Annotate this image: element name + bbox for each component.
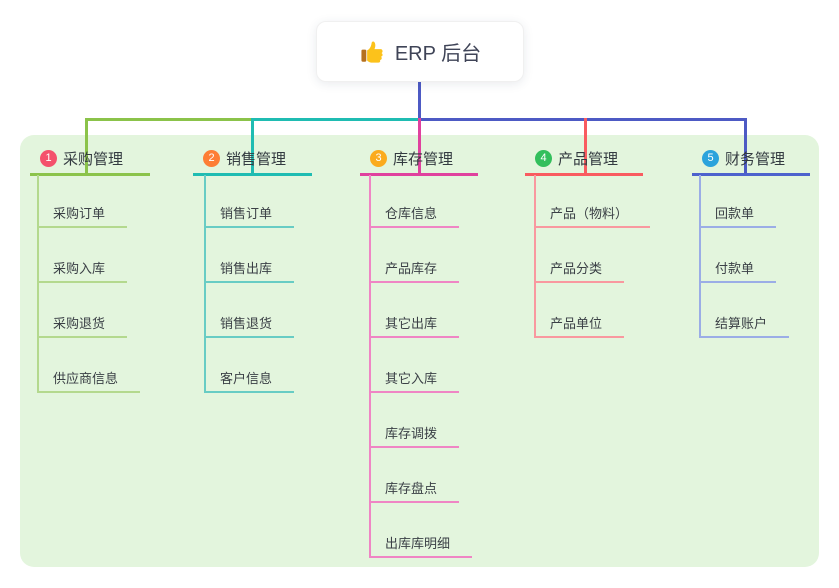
child-node[interactable]: 仓库信息 bbox=[369, 203, 460, 228]
branch-label: 库存管理 bbox=[393, 150, 454, 168]
child-node[interactable]: 其它出库 bbox=[369, 313, 460, 338]
child-node[interactable]: 销售订单 bbox=[204, 203, 295, 228]
connector-root bbox=[418, 81, 421, 119]
connector-children-sales bbox=[204, 175, 206, 393]
child-node[interactable]: 客户信息 bbox=[204, 368, 295, 393]
connector-stub-purchase bbox=[85, 118, 88, 176]
child-node[interactable]: 销售退货 bbox=[204, 313, 295, 338]
child-node[interactable]: 产品分类 bbox=[534, 258, 625, 283]
connector-horizontal-green bbox=[85, 118, 251, 121]
child-node[interactable]: 出库库明细 bbox=[369, 533, 473, 558]
branch-node-sales[interactable]: 2 销售管理 bbox=[193, 149, 312, 176]
child-node[interactable]: 其它入库 bbox=[369, 368, 460, 393]
child-node[interactable]: 采购入库 bbox=[37, 258, 128, 283]
connector-stub-product bbox=[584, 118, 587, 176]
connector-horizontal-indigo bbox=[418, 118, 747, 121]
connector-stub-inventory bbox=[418, 118, 421, 176]
root-node[interactable]: ERP 后台 bbox=[316, 21, 524, 82]
root-label: ERP 后台 bbox=[394, 43, 482, 65]
connector-stub-finance bbox=[744, 118, 747, 176]
branch-node-purchase[interactable]: 1 采购管理 bbox=[30, 149, 150, 176]
branch-node-finance[interactable]: 5 财务管理 bbox=[692, 149, 810, 176]
branch-badge: 5 bbox=[702, 149, 719, 167]
child-node[interactable]: 销售出库 bbox=[204, 258, 295, 283]
child-node[interactable]: 供应商信息 bbox=[37, 368, 141, 393]
child-node[interactable]: 结算账户 bbox=[699, 313, 790, 338]
child-node[interactable]: 回款单 bbox=[699, 203, 777, 228]
child-node[interactable]: 库存调拨 bbox=[369, 423, 460, 448]
child-node[interactable]: 采购退货 bbox=[37, 313, 128, 338]
child-node[interactable]: 产品单位 bbox=[534, 313, 625, 338]
branch-badge: 4 bbox=[535, 149, 552, 167]
connector-children-finance bbox=[699, 175, 701, 338]
connector-children-purchase bbox=[37, 175, 39, 393]
connector-stub-sales bbox=[251, 118, 254, 176]
branch-label: 财务管理 bbox=[725, 150, 786, 168]
connector-children-product bbox=[534, 175, 536, 338]
thumbs-up-icon bbox=[361, 41, 383, 63]
branch-label: 产品管理 bbox=[558, 150, 619, 168]
branch-node-inventory[interactable]: 3 库存管理 bbox=[360, 149, 478, 176]
branch-label: 采购管理 bbox=[63, 150, 124, 168]
child-node[interactable]: 产品（物料） bbox=[534, 203, 651, 228]
child-node[interactable]: 付款单 bbox=[699, 258, 777, 283]
branch-badge: 3 bbox=[370, 149, 387, 167]
child-node[interactable]: 采购订单 bbox=[37, 203, 128, 228]
connector-horizontal-teal bbox=[251, 118, 418, 121]
branch-label: 销售管理 bbox=[226, 150, 287, 168]
child-node[interactable]: 产品库存 bbox=[369, 258, 460, 283]
branch-badge: 1 bbox=[40, 149, 57, 167]
child-node[interactable]: 库存盘点 bbox=[369, 478, 460, 503]
branch-node-product[interactable]: 4 产品管理 bbox=[525, 149, 643, 176]
branch-badge: 2 bbox=[203, 149, 220, 167]
branches-panel bbox=[20, 135, 819, 567]
connector-children-inventory bbox=[369, 175, 371, 558]
